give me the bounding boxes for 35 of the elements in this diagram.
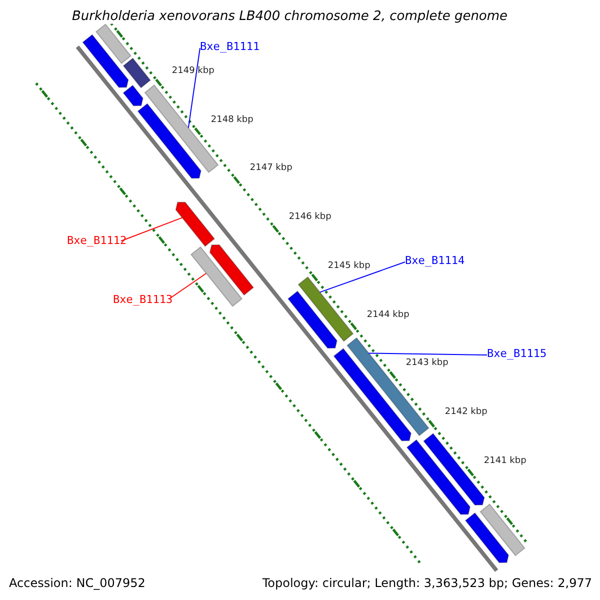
gene-feature <box>287 290 338 349</box>
gene-label: Bxe_B1113 <box>113 293 173 306</box>
gene-feature <box>480 504 526 556</box>
gene-feature <box>406 439 471 515</box>
gene-feature <box>423 432 485 506</box>
gene-feature <box>95 24 132 64</box>
leader-line <box>368 352 488 356</box>
tick-label: 2149 kbp <box>172 66 214 76</box>
gene-label: Bxe_B1112 <box>67 234 127 247</box>
gene-feature <box>137 103 202 179</box>
leader-line <box>120 217 183 242</box>
tick-label: 2141 kbp <box>484 456 526 466</box>
gene-feature <box>298 276 354 342</box>
gene-feature <box>209 244 254 296</box>
accession-text: Accession: NC_007952 <box>9 576 146 590</box>
gene-label: Bxe_B1111 <box>200 40 260 53</box>
gene-label: Bxe_B1114 <box>405 254 465 267</box>
tick-label: 2146 kbp <box>288 212 332 222</box>
genome-info-text: Topology: circular; Length: 3,363,523 bp; Genes: 2,977 <box>262 576 592 590</box>
gene-label: Bxe_B1115 <box>487 347 547 360</box>
gene-feature <box>190 246 243 307</box>
leader-line <box>188 48 200 128</box>
tick-label: 2144 kbp <box>366 310 410 320</box>
tick-label: 2147 kbp <box>250 163 292 174</box>
gene-feature <box>82 34 129 88</box>
tick-label: 2145 kbp <box>328 260 370 271</box>
tick-label: 2142 kbp <box>444 407 488 418</box>
title: Burkholderia xenovorans LB400 chromosome 2, complete genome <box>72 9 508 24</box>
tick-label: 2143 kbp <box>406 358 448 368</box>
leader-line <box>320 262 406 293</box>
tick-label: 2148 kbp <box>210 114 254 125</box>
gene-feature <box>464 512 510 564</box>
gene-feature <box>175 202 216 247</box>
gene-feature <box>346 337 430 436</box>
gene-feature <box>122 58 151 88</box>
